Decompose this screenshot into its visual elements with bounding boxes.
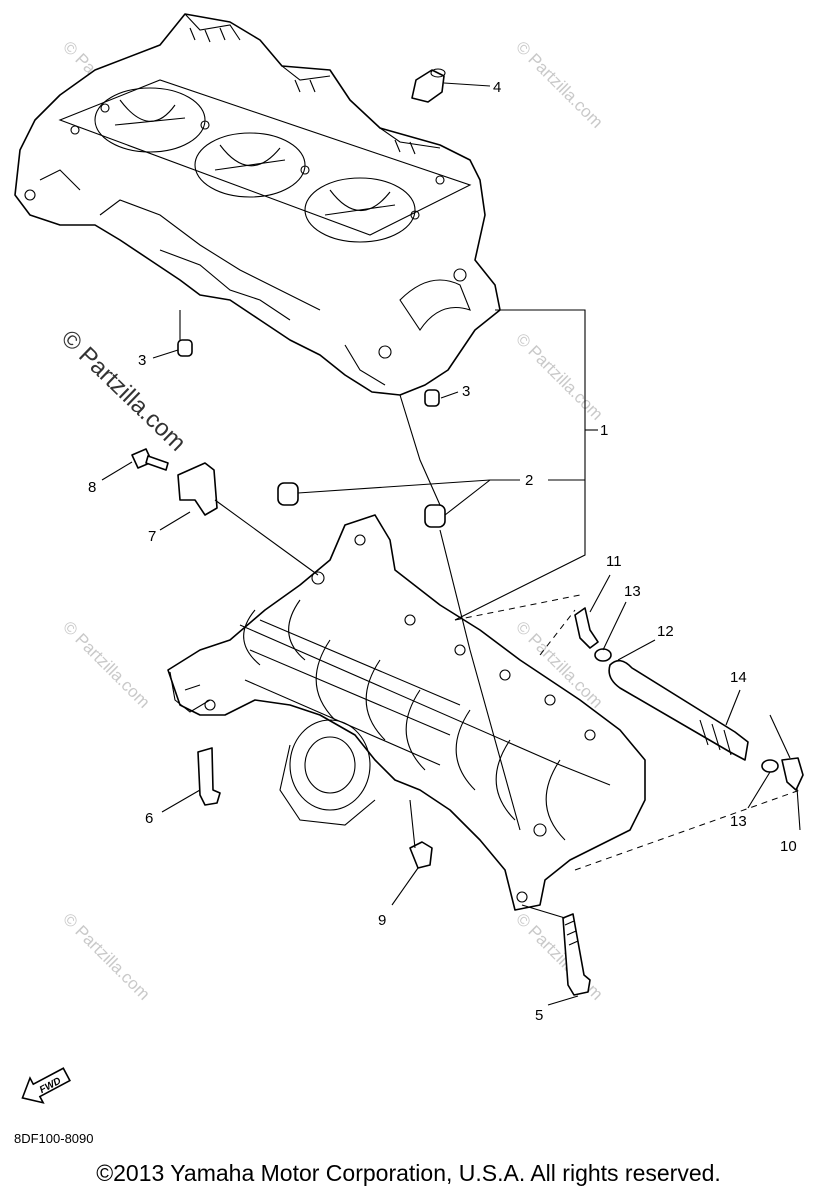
leaders [101, 82, 801, 1006]
copyright-notice: ©2013 Yamaha Motor Corporation, U.S.A. A… [96, 1160, 721, 1186]
callout-label: 4 [493, 79, 501, 96]
small-parts [131, 68, 804, 996]
callout-labels: 1 2 3 3 4 5 6 7 8 9 10 11 12 13 13 14 [88, 79, 797, 1024]
fwd-arrow-icon: FWD [21, 1067, 71, 1104]
callout-label: 6 [145, 810, 153, 827]
watermark: © Partzilla.com [512, 909, 606, 1003]
watermark: © Partzilla.com [512, 37, 606, 131]
callout-label: 10 [780, 838, 797, 855]
callout-label: 9 [378, 912, 386, 929]
callout-label: 8 [88, 479, 96, 496]
callout-label: 13 [730, 813, 747, 830]
upper-crankcase [14, 13, 501, 396]
diagram-code: 8DF100-8090 [14, 1131, 94, 1146]
callout-label: 2 [525, 472, 533, 489]
callout-label: 14 [730, 669, 747, 686]
callout-label: 3 [138, 352, 146, 369]
assembly-lines [179, 310, 801, 919]
callout-label: 13 [624, 583, 641, 600]
callout-label: 5 [535, 1007, 543, 1024]
callout-label: 11 [606, 553, 622, 570]
callout-label: 12 [657, 623, 674, 640]
watermark: © Partzilla.com [59, 909, 153, 1003]
callout-label: 1 [600, 422, 608, 439]
callout-label: 7 [148, 528, 156, 545]
fwd-label: FWD [38, 1076, 63, 1096]
watermark: © Partzilla.com [59, 617, 153, 711]
lower-crankcase [167, 514, 646, 911]
watermark-large: © Partzilla.com [56, 325, 191, 457]
watermark: © Partzilla.com [512, 329, 606, 423]
callout-label: 3 [462, 383, 470, 400]
